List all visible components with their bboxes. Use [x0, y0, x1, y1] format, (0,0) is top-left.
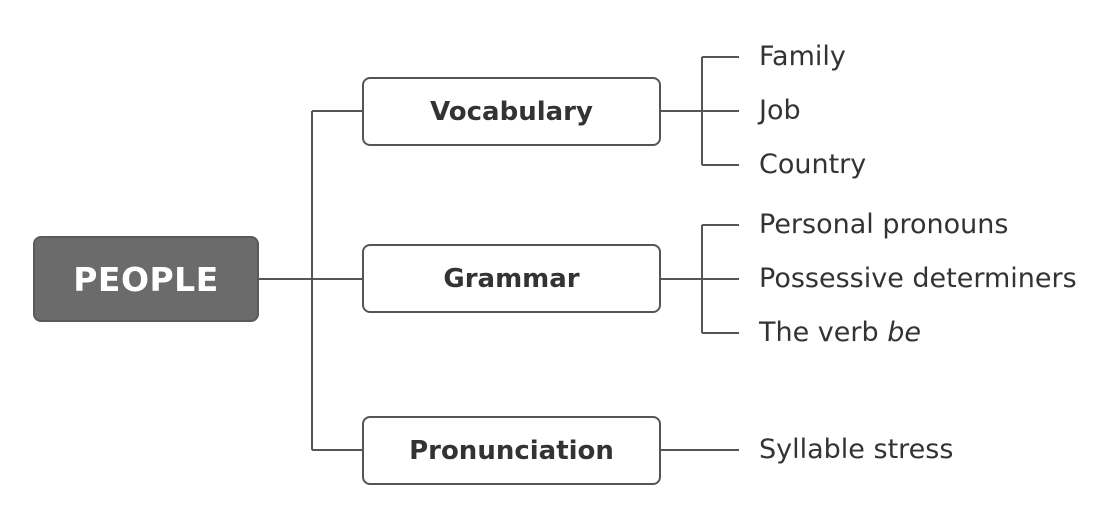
branch-label-vocabulary: Vocabulary	[430, 96, 593, 127]
branch-node-pronunciation: Pronunciation	[362, 416, 661, 485]
branch-node-grammar: Grammar	[362, 244, 661, 313]
leaf-syllable-stress: Syllable stress	[759, 434, 954, 465]
leaf-be-emphasis: be	[887, 317, 921, 348]
leaf-country: Country	[759, 149, 867, 180]
leaf-personal-pronouns: Personal pronouns	[759, 209, 1009, 240]
leaf-the-verb-be: The verb be	[759, 317, 921, 349]
branch-label-grammar: Grammar	[443, 263, 580, 294]
leaf-family: Family	[759, 41, 846, 72]
root-label: PEOPLE	[73, 259, 219, 299]
branch-label-pronunciation: Pronunciation	[409, 435, 614, 466]
leaf-possessive-determiners: Possessive determiners	[759, 263, 1077, 294]
root-node: PEOPLE	[33, 236, 259, 322]
leaf-job: Job	[759, 95, 801, 126]
leaf-the-verb-text: The verb	[759, 317, 888, 348]
branch-node-vocabulary: Vocabulary	[362, 77, 661, 146]
